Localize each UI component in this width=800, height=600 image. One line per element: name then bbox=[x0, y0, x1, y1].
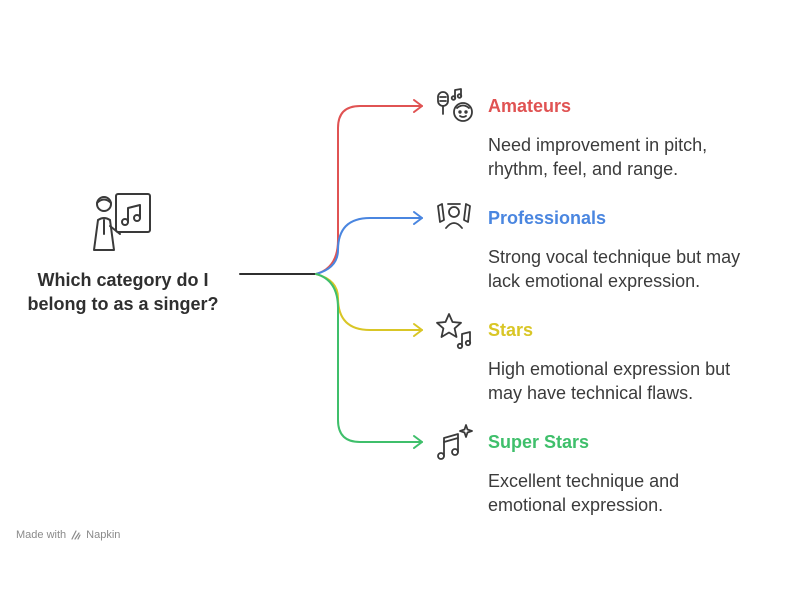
branch-amateurs bbox=[315, 105, 423, 275]
node-desc-line: lack emotional expression. bbox=[488, 271, 701, 291]
root-question-line-1: Which category do I bbox=[37, 270, 209, 290]
node-desc-amateurs: Need improvement in pitch, rhythm, feel,… bbox=[488, 133, 707, 181]
node-desc-super-stars: Excellent technique and emotional expres… bbox=[488, 469, 679, 517]
node-desc-stars: High emotional expression but may have t… bbox=[488, 357, 730, 405]
napkin-logo-icon bbox=[71, 530, 81, 540]
node-desc-line: may have technical flaws. bbox=[488, 383, 694, 403]
professional-group-icon bbox=[434, 198, 474, 238]
node-desc-line: Excellent technique and bbox=[488, 471, 680, 491]
node-title-stars: Stars bbox=[488, 320, 534, 340]
node-desc-line: rhythm, feel, and range. bbox=[488, 159, 679, 179]
arrow-stars bbox=[413, 323, 423, 337]
node-desc-line: High emotional expression but bbox=[488, 359, 731, 379]
branch-professionals bbox=[315, 217, 423, 275]
star-music-icon bbox=[434, 310, 474, 350]
branch-stars bbox=[315, 273, 423, 331]
node-desc-line: Need improvement in pitch, bbox=[488, 135, 708, 155]
amateur-singers-icon bbox=[434, 86, 474, 126]
teacher-music-icon bbox=[84, 190, 156, 256]
root-question: Which category do I belong to as a singe… bbox=[10, 268, 236, 316]
node-desc-professionals: Strong vocal technique but may lack emot… bbox=[488, 245, 740, 293]
arrow-professionals bbox=[413, 211, 423, 225]
arrow-amateurs bbox=[413, 99, 423, 113]
made-with-label: Made with bbox=[16, 529, 67, 541]
napkin-brand: Napkin bbox=[86, 529, 121, 541]
node-title-super-stars: Super Stars bbox=[488, 432, 590, 452]
node-title-amateurs: Amateurs bbox=[488, 96, 572, 116]
node-desc-line: emotional expression. bbox=[488, 495, 664, 515]
branch-super-stars bbox=[315, 273, 423, 443]
made-with-napkin: Made with Napkin bbox=[16, 529, 120, 541]
node-title-professionals: Professionals bbox=[488, 208, 607, 228]
music-sparkle-icon bbox=[434, 422, 474, 462]
node-desc-line: Strong vocal technique but may bbox=[488, 247, 741, 267]
root-question-line-2: belong to as a singer? bbox=[27, 294, 219, 314]
arrow-super-stars bbox=[413, 435, 423, 449]
